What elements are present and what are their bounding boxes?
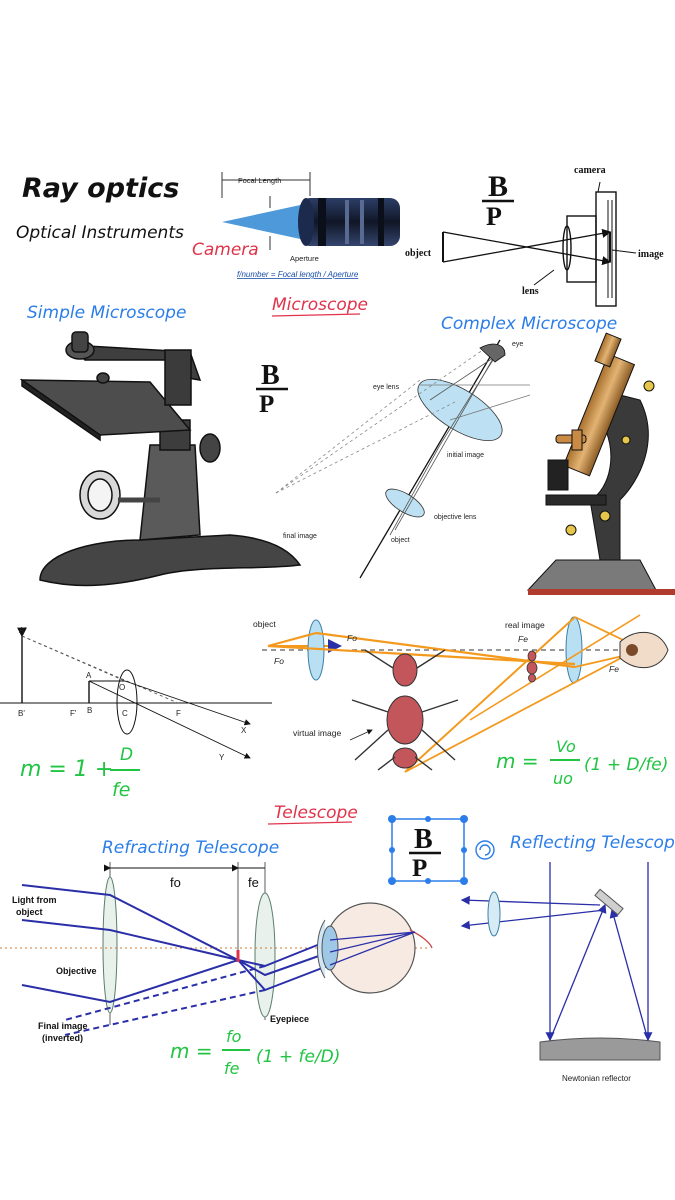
eye-illustration	[317, 902, 433, 994]
objective-label: Objective	[56, 966, 97, 976]
eye-lens-label: eye lens	[373, 384, 400, 391]
telescope-section: Telescope Refracting Telescope Reflectin…	[0, 803, 675, 1083]
header-section: Ray optics Optical Instruments Focal Len…	[16, 165, 664, 307]
svg-text:P: P	[412, 855, 427, 882]
reflecting-telescope-diagram: Newtonian reflector	[460, 862, 661, 1083]
point-b-prime: B'	[18, 709, 25, 718]
formula-denominator: uo	[553, 769, 573, 788]
point-o: O	[119, 683, 125, 692]
light-from-object-label-2: object	[16, 907, 43, 917]
fe-label-1: Fe	[518, 634, 528, 644]
camera-lens-figure: Focal Length Aperture Camera f/number = …	[192, 172, 400, 279]
camera-heading: Camera	[192, 240, 259, 260]
initial-image-label: initial image	[447, 452, 484, 459]
fo-label-1: Fo	[347, 633, 357, 643]
camera-ray-diagram: camera object image lens	[405, 165, 664, 307]
page-subtitle: Optical Instruments	[16, 223, 184, 243]
svg-text:B: B	[261, 360, 280, 391]
formula-numerator: fo	[226, 1027, 242, 1046]
point-c: C	[122, 709, 128, 718]
point-y: Y	[219, 753, 225, 762]
real-image-label: real image	[505, 620, 545, 630]
formula-tail: (1 + fe/D)	[256, 1047, 340, 1067]
complex-microscope-illustration	[526, 332, 675, 595]
formula-left: m =	[170, 1039, 213, 1063]
logo-2: B P	[256, 360, 288, 418]
compound-microscope-ant-diagram: object Fo Fo real image Fe Fe virtual im…	[253, 614, 669, 788]
formula-left: m = 1 +	[20, 757, 113, 782]
svg-text:P: P	[486, 202, 502, 231]
focal-length-label: Focal Length	[238, 176, 281, 185]
eyepiece-label: Eyepiece	[270, 1014, 309, 1024]
virtual-image-label: virtual image	[293, 728, 341, 738]
simple-magnifier-ray-diagram: A' A O B' F' B C F X Y m = 1 + D fe	[0, 626, 272, 801]
fo-label-2: Fo	[274, 656, 284, 666]
complex-microscope-title: Complex Microscope	[441, 314, 617, 334]
formula-denominator: fe	[224, 1059, 240, 1078]
point-a: A	[86, 671, 92, 680]
aperture-label: Aperture	[290, 254, 319, 263]
simple-microscope-title: Simple Microscope	[27, 303, 186, 323]
svg-text:B: B	[488, 170, 508, 203]
point-f-prime: F'	[70, 709, 77, 718]
eye-label: eye	[512, 341, 523, 348]
newtonian-reflector-label: Newtonian reflector	[562, 1074, 631, 1083]
refracting-telescope-diagram: fo fe Light from object	[0, 862, 433, 1078]
formula-tail: (1 + D/fe)	[584, 755, 668, 775]
rotate-handle-icon[interactable]	[475, 840, 495, 860]
fo-dimension-label: fo	[170, 875, 181, 890]
final-image-label-1: Final image	[38, 1021, 88, 1031]
camera-diagram-camera-label: camera	[574, 165, 606, 176]
microscope-heading: Microscope	[272, 295, 368, 315]
fe-dimension-label: fe	[248, 875, 259, 890]
fe-label-2: Fe	[609, 664, 619, 674]
compound-magnification-formula: m = Vo uo (1 + D/fe)	[496, 737, 668, 788]
point-f: F	[176, 709, 181, 718]
objective-lens-label: objective lens	[434, 514, 477, 521]
logo-1: B P	[482, 170, 514, 231]
final-image-label: final image	[283, 533, 317, 540]
page-title: Ray optics	[22, 173, 179, 204]
svg-text:P: P	[259, 391, 274, 418]
formula-left: m =	[496, 749, 539, 773]
camera-diagram-object-label: object	[405, 248, 432, 259]
ant-virtual-image	[351, 649, 459, 771]
simple-magnification-formula: m = 1 + D fe	[20, 745, 140, 801]
formula-denominator: fe	[112, 779, 130, 801]
point-b: B	[87, 706, 92, 715]
final-image-label-2: (inverted)	[42, 1033, 83, 1043]
object-label: object	[391, 537, 410, 544]
fnumber-formula: f/number = Focal length / Aperture	[237, 270, 359, 279]
point-x: X	[241, 726, 247, 735]
simple-microscope-illustration	[19, 331, 302, 587]
microscope-section: Simple Microscope Microscope Complex Mic…	[19, 295, 675, 595]
ant-real-image	[526, 650, 538, 683]
point-a-prime: A'	[19, 626, 26, 635]
logo-3-selection[interactable]: B P	[388, 815, 468, 885]
telescope-heading: Telescope	[274, 803, 358, 823]
camera-diagram-image-label: image	[638, 249, 664, 260]
formula-numerator: D	[120, 745, 133, 765]
svg-text:B: B	[414, 824, 433, 855]
refracting-telescope-title: Refracting Telescope	[102, 838, 279, 858]
compound-microscope-ray-diagram: eye eye lens initial image objective len…	[275, 339, 531, 579]
reflecting-telescope-title: Reflecting Telescope	[510, 833, 675, 853]
ant-object-label: object	[253, 619, 276, 629]
camera-diagram-lens-label: lens	[522, 286, 539, 297]
telescope-magnification-formula: m = fo fe (1 + fe/D)	[170, 1027, 340, 1078]
light-from-object-label-1: Light from	[12, 895, 57, 905]
formula-numerator: Vo	[556, 737, 576, 756]
